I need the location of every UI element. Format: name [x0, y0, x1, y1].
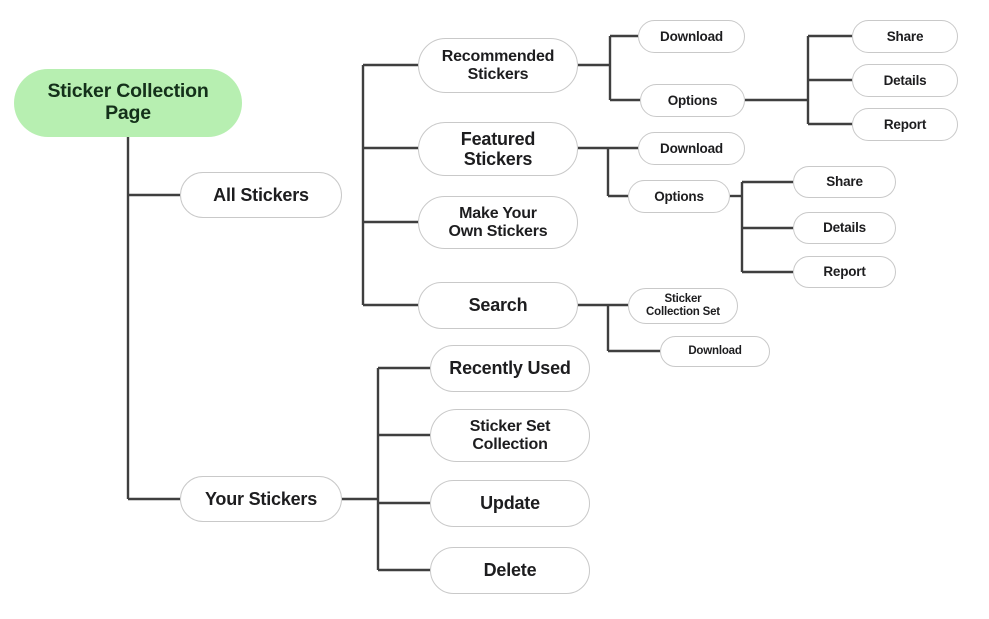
node-featured-report[interactable]: Report	[793, 256, 896, 288]
node-search-download[interactable]: Download	[660, 336, 770, 367]
node-featured-download[interactable]: Download	[638, 132, 745, 165]
node-all-stickers[interactable]: All Stickers	[180, 172, 342, 218]
node-label: Update	[480, 493, 540, 514]
node-search[interactable]: Search	[418, 282, 578, 329]
node-make-your-own-stickers[interactable]: Make Your Own Stickers	[418, 196, 578, 249]
node-recommended-details[interactable]: Details	[852, 64, 958, 97]
node-label: Download	[660, 140, 723, 156]
node-label: Sticker Collection Set	[646, 293, 720, 318]
node-label: Options	[654, 188, 704, 204]
node-featured-details[interactable]: Details	[793, 212, 896, 244]
node-your-stickers[interactable]: Your Stickers	[180, 476, 342, 522]
node-sticker-collection-page[interactable]: Sticker Collection Page	[14, 69, 242, 137]
node-label: Share	[826, 174, 863, 190]
node-featured-share[interactable]: Share	[793, 166, 896, 198]
node-label: Download	[660, 28, 723, 44]
node-label: Featured Stickers	[460, 128, 536, 169]
node-featured-stickers[interactable]: Featured Stickers	[418, 122, 578, 176]
node-label: Options	[667, 92, 718, 108]
node-label: Report	[823, 264, 866, 280]
node-update[interactable]: Update	[430, 480, 590, 527]
node-label: Search	[468, 295, 528, 316]
node-delete[interactable]: Delete	[430, 547, 590, 594]
node-label: Sticker Set Collection	[469, 417, 551, 453]
node-sticker-set-collection[interactable]: Sticker Set Collection	[430, 409, 590, 462]
node-label: Your Stickers	[204, 488, 318, 509]
node-recently-used[interactable]: Recently Used	[430, 345, 590, 392]
node-label: Sticker Collection Page	[47, 80, 209, 124]
node-label: Details	[883, 72, 927, 88]
node-label: Recommended Stickers	[441, 47, 555, 83]
node-recommended-options[interactable]: Options	[640, 84, 745, 117]
node-recommended-download[interactable]: Download	[638, 20, 745, 53]
node-label: Delete	[483, 560, 537, 581]
node-label: Recently Used	[449, 358, 571, 379]
node-recommended-stickers[interactable]: Recommended Stickers	[418, 38, 578, 93]
node-label: Download	[688, 345, 742, 358]
node-featured-options[interactable]: Options	[628, 180, 730, 213]
node-label: Details	[823, 220, 866, 236]
node-label: Share	[886, 28, 924, 44]
node-label: Make Your Own Stickers	[448, 204, 548, 240]
node-search-sticker-collection-set[interactable]: Sticker Collection Set	[628, 288, 738, 324]
node-recommended-share[interactable]: Share	[852, 20, 958, 53]
node-label: All Stickers	[213, 184, 309, 205]
node-label: Report	[883, 116, 927, 132]
node-recommended-report[interactable]: Report	[852, 108, 958, 141]
